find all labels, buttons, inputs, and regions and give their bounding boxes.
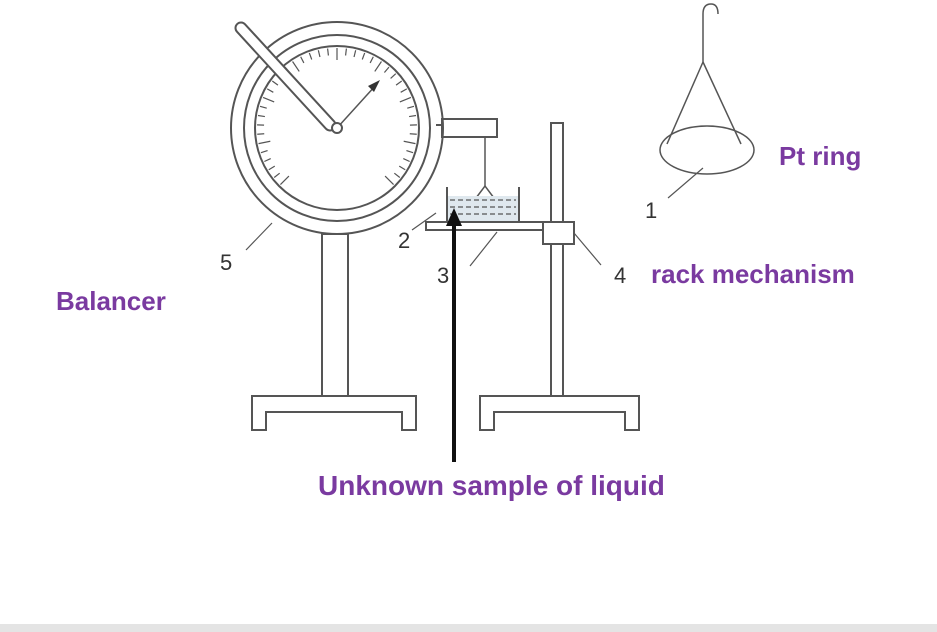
leader-4 bbox=[573, 232, 602, 266]
dial-tick bbox=[257, 114, 265, 118]
leader-lines bbox=[245, 167, 704, 267]
dial-tick bbox=[344, 48, 347, 56]
dial-tick bbox=[369, 56, 374, 64]
dial-tick bbox=[273, 172, 281, 178]
dial-tick bbox=[262, 96, 275, 103]
leader-2 bbox=[411, 212, 437, 231]
rack-stand bbox=[479, 122, 640, 431]
part-number-1: 1 bbox=[645, 198, 658, 223]
bottom-divider bbox=[0, 624, 937, 632]
ring-wire-right bbox=[702, 61, 742, 145]
dial-tick bbox=[280, 175, 290, 185]
dial-tick bbox=[259, 105, 267, 109]
dial-tick bbox=[268, 165, 276, 171]
dial-tick bbox=[353, 50, 357, 58]
dial-tick bbox=[384, 175, 394, 185]
dial-tick bbox=[271, 80, 279, 86]
dial-pointer-head bbox=[368, 80, 380, 92]
label-balancer: Balancer bbox=[56, 286, 166, 316]
sample-platform bbox=[425, 221, 546, 231]
rack-base bbox=[479, 395, 640, 431]
dial-tick bbox=[398, 165, 406, 171]
dial-tick bbox=[409, 133, 417, 135]
dial-tick bbox=[317, 50, 321, 58]
dial-tick bbox=[399, 96, 412, 103]
dial-tick bbox=[409, 114, 417, 118]
dial-tick bbox=[292, 61, 300, 72]
label-unknown-sample: Unknown sample of liquid bbox=[318, 470, 665, 501]
dial-pointer bbox=[336, 84, 377, 129]
dial-balance bbox=[230, 21, 498, 431]
dial-tick bbox=[300, 56, 305, 64]
liquid-dashes bbox=[450, 199, 516, 215]
label-rack-mechanism: rack mechanism bbox=[651, 259, 855, 289]
balance-column bbox=[321, 233, 349, 397]
part-number-3: 3 bbox=[437, 263, 450, 288]
dial-tick bbox=[257, 133, 265, 135]
dial-inner-ring bbox=[243, 34, 431, 222]
leader-1 bbox=[667, 167, 704, 199]
sample-vessel bbox=[446, 187, 520, 223]
dial-face bbox=[254, 45, 420, 211]
balance-base bbox=[251, 395, 417, 431]
dial-tick bbox=[400, 88, 408, 93]
dial-tick bbox=[403, 158, 410, 163]
dial-tick bbox=[383, 66, 390, 73]
dial-tick bbox=[308, 52, 313, 60]
leader-3 bbox=[469, 231, 498, 267]
leader-5 bbox=[245, 222, 273, 251]
dial-tick bbox=[407, 105, 415, 109]
ring-hook bbox=[702, 3, 719, 62]
dial-scale-ticks bbox=[257, 48, 417, 185]
dial-pivot bbox=[331, 122, 343, 134]
part-number-2: 2 bbox=[398, 228, 411, 253]
dial-tick bbox=[264, 158, 271, 163]
part-number-4: 4 bbox=[614, 263, 627, 288]
label-pt-ring: Pt ring bbox=[779, 141, 862, 171]
dial-tick bbox=[403, 140, 416, 145]
part-number-5: 5 bbox=[220, 250, 233, 275]
dial-tick bbox=[258, 140, 271, 145]
sample-arrow bbox=[446, 208, 462, 462]
balance-arm bbox=[441, 118, 498, 138]
dial-tick bbox=[395, 80, 403, 86]
rack-rod bbox=[550, 122, 564, 397]
rack-clamp bbox=[542, 221, 575, 245]
dial-tick bbox=[361, 52, 366, 60]
pt-ring-ellipse bbox=[659, 125, 755, 175]
pt-ring-detail bbox=[659, 3, 755, 175]
dial-tick bbox=[260, 149, 268, 154]
dial-handle bbox=[234, 21, 337, 132]
dial-tick bbox=[374, 61, 382, 72]
dial-tick bbox=[390, 73, 397, 79]
dial-tick bbox=[393, 172, 401, 178]
dial-tick bbox=[327, 48, 330, 56]
dial-tick bbox=[406, 149, 414, 154]
ring-wire-left bbox=[666, 61, 704, 145]
dial-tick bbox=[266, 88, 274, 93]
